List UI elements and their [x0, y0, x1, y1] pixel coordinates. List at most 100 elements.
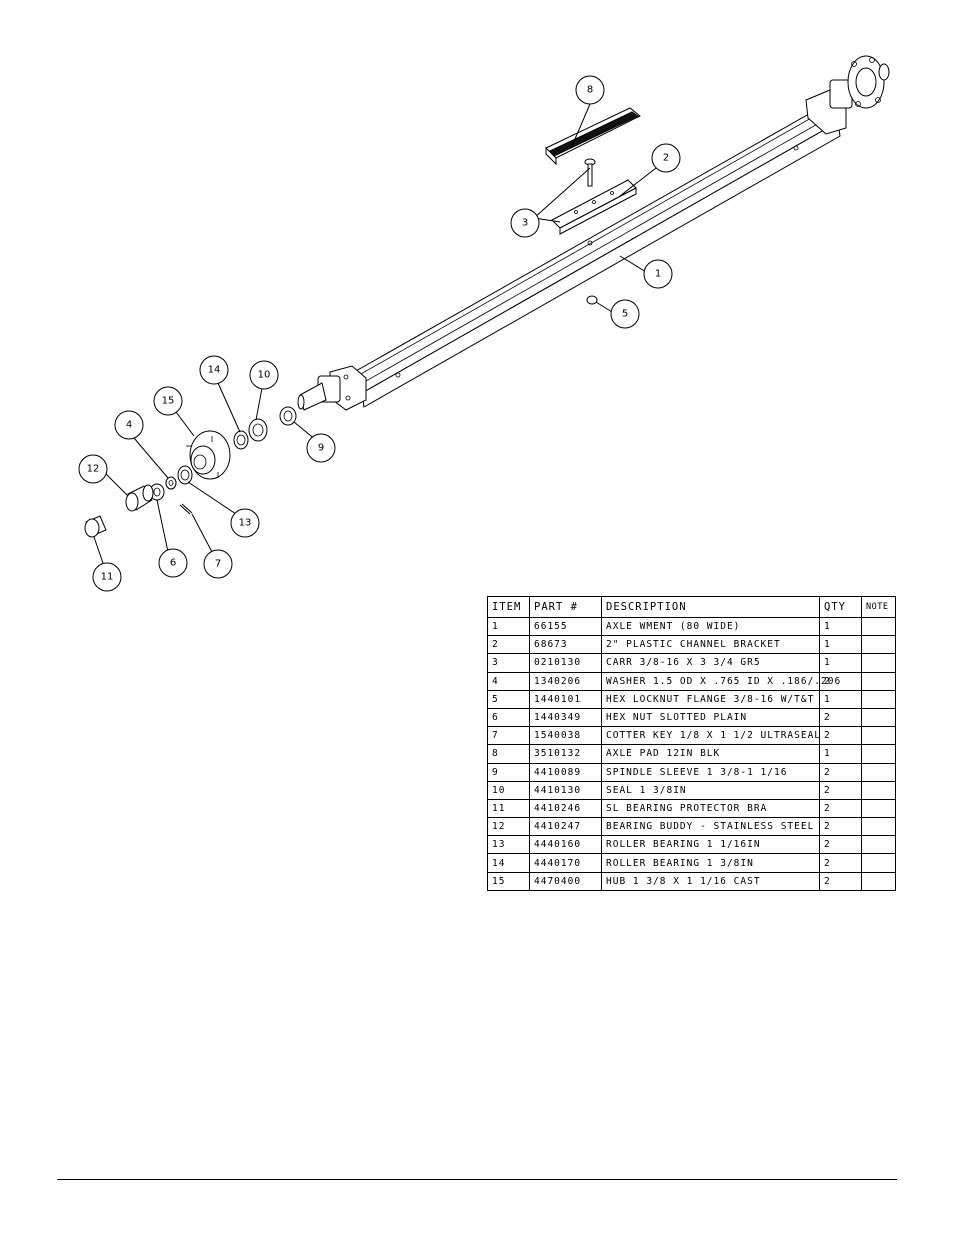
- washer: [165, 476, 177, 490]
- cell-item: 5: [487, 689, 530, 709]
- bearing-protector: [84, 515, 107, 538]
- footer-divider: [57, 1179, 897, 1180]
- cell-qty: 1: [819, 744, 862, 764]
- hub: [186, 430, 231, 480]
- spindle-sleeve: [279, 406, 297, 426]
- cell-qty: 2: [819, 762, 862, 782]
- cotter-key: [179, 503, 193, 515]
- cell-description: ROLLER BEARING 1 1/16IN: [601, 835, 820, 855]
- cell-item: 9: [487, 762, 530, 782]
- cell-part-number: 4410246: [529, 798, 602, 819]
- cell-note: [861, 817, 896, 837]
- exploded-axle-diagram: 8 2 3 1 5 14 10 15 4 9 12 13 6 7 11: [78, 55, 890, 592]
- cell-description: SPINDLE SLEEVE 1 3/8-1 1/16: [601, 762, 820, 782]
- cell-part-number: 1540038: [529, 726, 602, 746]
- cell-part-number: 4440160: [529, 835, 602, 855]
- cell-item: 15: [487, 871, 530, 891]
- left-spindle: [297, 365, 367, 411]
- cell-part-number: 66155: [529, 616, 602, 637]
- cell-item: 2: [487, 635, 530, 655]
- cell-note: [861, 671, 896, 691]
- header-part-number: PART #: [529, 596, 602, 618]
- leader-lines: [93, 103, 657, 567]
- cell-note: [861, 707, 896, 728]
- channel-bracket: [551, 179, 637, 235]
- roller-bearing-large: [233, 430, 249, 450]
- balloon-14: 14: [199, 355, 229, 385]
- balloon-label: 15: [162, 396, 175, 407]
- cell-note: [861, 744, 896, 764]
- cell-description: ROLLER BEARING 1 3/8IN: [601, 853, 820, 873]
- cell-description: CARR 3/8-16 X 3 3/4 GR5: [601, 653, 820, 673]
- cell-description: COTTER KEY 1/8 X 1 1/2 ULTRASEAL: [601, 726, 820, 746]
- balloon-12: 12: [78, 454, 108, 484]
- cell-part-number: 0210130: [529, 653, 602, 673]
- balloon-9: 9: [306, 433, 336, 463]
- carriage-bolt: [584, 158, 596, 187]
- balloon-label: 2: [663, 153, 669, 164]
- cell-description: WASHER 1.5 OD X .765 ID X .186/.206: [601, 671, 840, 691]
- balloon-8: 8: [575, 75, 605, 105]
- cell-note: [861, 780, 896, 800]
- balloon-5: 5: [610, 299, 640, 329]
- cell-item: 12: [487, 817, 530, 837]
- seal: [248, 418, 268, 442]
- balloon-label: 13: [239, 518, 252, 529]
- cell-note: [861, 653, 896, 673]
- cell-part-number: 3510132: [529, 744, 602, 764]
- balloon-11: 11: [92, 562, 122, 592]
- cell-qty: 1: [819, 616, 862, 637]
- cell-part-number: 4410130: [529, 780, 602, 800]
- balloon-label: 5: [622, 309, 628, 320]
- cell-note: [861, 871, 896, 891]
- cell-part-number: 1440101: [529, 689, 602, 709]
- balloon-label: 10: [258, 370, 271, 381]
- cell-part-number: 68673: [529, 635, 602, 655]
- cell-item: 10: [487, 780, 530, 800]
- cell-note: [861, 762, 896, 782]
- cell-note: [861, 616, 896, 637]
- table-header-row: ITEM PART # DESCRIPTION QTY NOTE: [487, 596, 896, 618]
- cell-description: HEX NUT SLOTTED PLAIN: [601, 707, 820, 728]
- cell-item: 7: [487, 726, 530, 746]
- cell-note: [861, 726, 896, 746]
- header-item: ITEM: [487, 596, 530, 618]
- cell-description: HUB 1 3/8 X 1 1/16 CAST: [601, 871, 820, 891]
- header-description: DESCRIPTION: [601, 596, 820, 618]
- balloon-13: 13: [230, 508, 260, 538]
- cell-qty: 2: [819, 780, 862, 800]
- header-qty: QTY: [819, 596, 862, 618]
- cell-item: 8: [487, 744, 530, 764]
- balloon-label: 1: [655, 269, 661, 280]
- balloon-label: 11: [101, 572, 114, 583]
- cell-qty: 2: [819, 726, 862, 746]
- cell-part-number: 4440170: [529, 853, 602, 873]
- cell-description: SEAL 1 3/8IN: [601, 780, 820, 800]
- balloon-7: 7: [203, 549, 233, 579]
- balloon-label: 6: [170, 558, 176, 569]
- cell-note: [861, 835, 896, 855]
- cell-qty: 1: [819, 653, 862, 673]
- cell-qty: 2: [819, 817, 862, 837]
- balloon-10: 10: [249, 360, 279, 390]
- cell-part-number: 1340206: [529, 671, 602, 691]
- cell-part-number: 1440349: [529, 707, 602, 728]
- cell-item: 1: [487, 616, 530, 637]
- cell-description: BEARING BUDDY - STAINLESS STEEL: [601, 817, 820, 837]
- balloon-label: 12: [87, 464, 100, 475]
- cell-item: 4: [487, 671, 530, 691]
- cell-qty: 2: [819, 798, 862, 819]
- balloon-2: 2: [651, 143, 681, 173]
